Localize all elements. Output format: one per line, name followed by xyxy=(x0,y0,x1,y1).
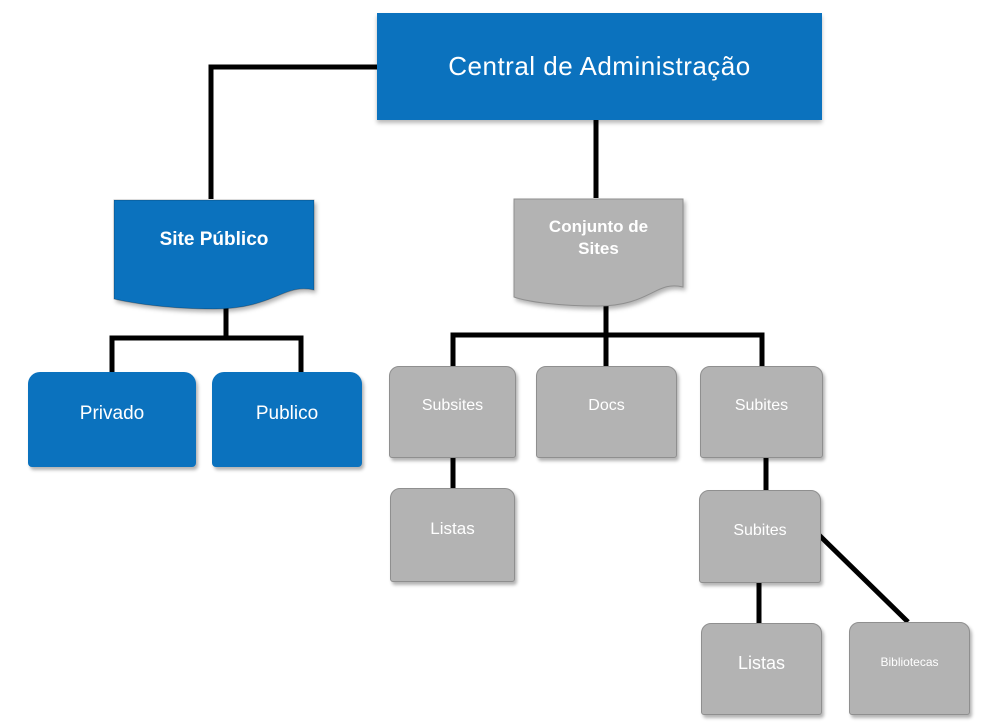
node-listas-2-label: Listas xyxy=(737,652,786,673)
node-subites-2-label: Subites xyxy=(733,521,787,539)
node-privado-label: Privado xyxy=(79,402,145,424)
node-subsites: Subsites xyxy=(389,366,516,458)
edge-central-to-site-publico xyxy=(208,64,377,199)
node-central-de-administracao: Central de Administração xyxy=(377,13,822,120)
node-bibliotecas-label: Bibliotecas xyxy=(880,655,939,669)
node-subites-1-label: Subites xyxy=(734,397,789,414)
node-site-publico-label: Site Público xyxy=(159,229,269,251)
node-subsites-label: Subsites xyxy=(421,397,484,414)
node-docs: Docs xyxy=(536,366,677,458)
node-site-publico: Site Público xyxy=(113,199,315,313)
node-subites-2: Subites xyxy=(699,490,821,583)
node-central-label: Central de Administração xyxy=(448,51,751,82)
node-subites-1: Subites xyxy=(700,366,823,458)
document-shape xyxy=(513,198,684,307)
node-privado: Privado xyxy=(28,372,196,467)
node-conjunto-de-sites: Conjunto de Sites xyxy=(513,198,684,308)
edge-site-publico-to-privado-publico xyxy=(109,335,304,374)
node-listas-1-label: Listas xyxy=(430,519,475,539)
node-publico: Publico xyxy=(212,372,362,467)
document-shape xyxy=(113,199,315,310)
node-docs-label: Docs xyxy=(588,397,625,414)
node-conjunto-de-sites-label: Conjunto de Sites xyxy=(548,217,649,258)
node-publico-label: Publico xyxy=(255,402,319,424)
edge-conjunto-to-subsites-subites xyxy=(450,332,765,368)
edge-subites-2-to-bibliotecas xyxy=(817,533,910,624)
node-listas-1: Listas xyxy=(390,488,515,582)
node-bibliotecas: Bibliotecas xyxy=(849,622,970,715)
node-listas-2: Listas xyxy=(701,623,822,715)
